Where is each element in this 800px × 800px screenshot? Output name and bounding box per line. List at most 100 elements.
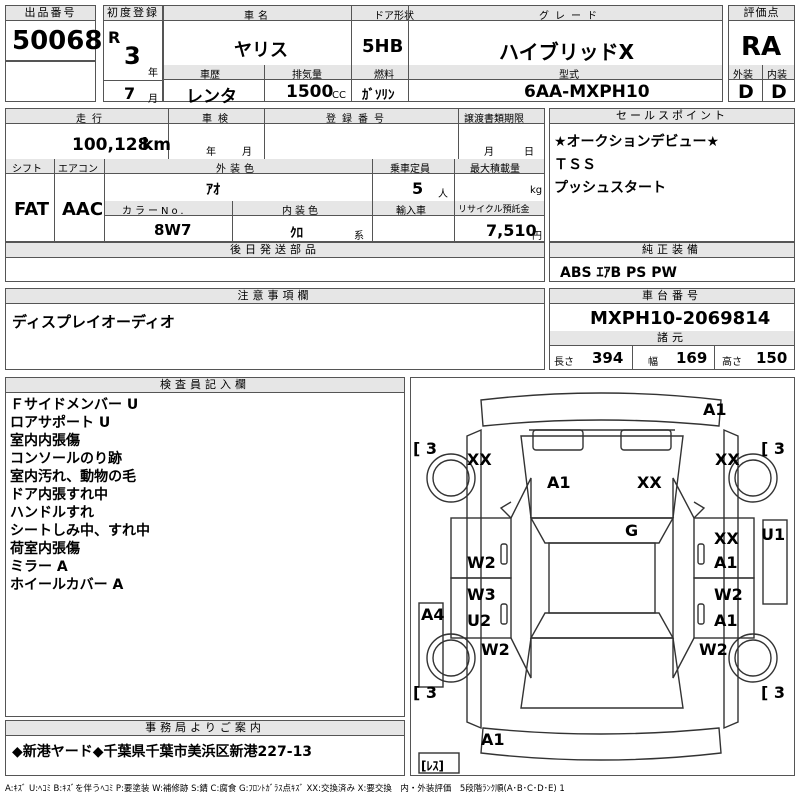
inspection-label: 車検 [202, 114, 234, 125]
reg-month-unit: 月 [148, 94, 158, 105]
diagram-rr-tire: W2 [699, 640, 728, 659]
equipment: ABS ｴｱB PS PW [560, 265, 677, 281]
inspector-line: 室内汚れ、動物の毛 [10, 469, 137, 485]
mileage-label: 走行 [76, 114, 108, 125]
insp-month-unit: 月 [242, 147, 252, 158]
inspector-line: コンソールのり跡 [10, 451, 122, 467]
chassis-number: MXPH10-2069814 [590, 308, 771, 329]
height-label: 高さ [722, 357, 742, 368]
rear-right-door-shape [693, 577, 755, 639]
vehicle-info-box: 車名 ドア形状 グレード ヤリス 5HB ハイブリッドX 車歴 排気量 燃料 型… [163, 5, 723, 107]
height: 150 [756, 349, 788, 367]
lot-blank-box [5, 61, 96, 102]
left-mirror-box [418, 602, 444, 688]
door-label: ドア形状 [374, 11, 414, 22]
model-label: 型式 [559, 70, 579, 81]
capacity-label: 乗車定員 [390, 164, 430, 175]
inspector-line: 室内内張傷 [10, 433, 80, 449]
reg-year: 3 [124, 42, 141, 70]
headlight-right-shape [620, 429, 672, 451]
color-no: 8W7 [154, 221, 192, 239]
model: 6AA-MXPH10 [524, 82, 650, 102]
displacement-label: 排気量 [292, 70, 322, 81]
later-parts-label: 後日発送部品 [6, 243, 544, 258]
equipment-label: 純正装備 [550, 243, 794, 258]
rear-left-door-shape [450, 577, 512, 639]
width: 169 [676, 349, 708, 367]
inspector-line: Ｆサイドメンバー U [10, 397, 139, 413]
diagram-right-a1: A1 [714, 553, 738, 572]
diagram-fl-tire: XX [467, 450, 492, 469]
first-registration-label: 初度登録 [104, 6, 162, 21]
inspector-line: ロアサポート U [10, 415, 111, 431]
insp-year-unit: 年 [206, 147, 216, 158]
load-unit: kg [530, 185, 543, 196]
score-label: 評価点 [729, 6, 794, 21]
regno-label: 登録番号 [326, 114, 390, 125]
equipment-box: 純正装備 ABS ｴｱB PS PW [549, 242, 795, 282]
later-parts-box: 後日発送部品 [5, 242, 545, 282]
diagram-right-w2: W2 [714, 585, 743, 604]
diagram-tr: [ 3 [761, 439, 785, 458]
inspector-line: ドア内張すれ中 [10, 487, 108, 503]
diagram-bl: [ 3 [413, 683, 437, 702]
ac-label: エアコン [58, 164, 98, 175]
diagram-right-u1: U1 [761, 525, 785, 544]
car-diagram-svg: [ 3 [ 3 [ 3 [ 3 A1 XX XX A1 XX G U1 XX A… [413, 392, 788, 774]
mileage-grid: 走行 車検 登録番号 譲渡書類期限 100,128 km 年 月 月 日 シフト… [5, 108, 545, 243]
lot-number-label: 出品番号 [6, 6, 95, 21]
sales-line-3: プッシュスタート [554, 180, 666, 196]
fuel: ｶﾞｿﾘﾝ [362, 88, 395, 103]
windshield-shape [529, 517, 675, 544]
notes-box: 注意事項欄 ディスプレイオーディオ [5, 288, 545, 370]
inspector-label: 検査員記入欄 [6, 378, 404, 393]
ac: AAC [62, 199, 104, 220]
interior-label: 内装 [767, 70, 787, 81]
right-mirror-box [762, 519, 788, 605]
shift-label: シフト [12, 164, 42, 175]
door-type: 5HB [362, 36, 404, 57]
diagram-br: [ 3 [761, 683, 785, 702]
capacity-unit: 人 [438, 189, 448, 200]
office-info: ◆新港ヤード◆千葉県千葉市美浜区新港227-13 [12, 744, 313, 760]
exterior-grade: D [738, 81, 754, 103]
front-bumper-shape [480, 392, 722, 427]
diagram-left-w2: W2 [467, 553, 496, 572]
right-side-shape [723, 428, 739, 730]
inspector-line: ホイールカバー A [10, 577, 124, 593]
sales-point-label: セールスポイント [550, 109, 794, 124]
sales-line-2: ＴＳＳ [554, 157, 596, 173]
chassis-label: 車台番号 [550, 289, 794, 304]
spare-box [418, 752, 460, 774]
diagram-fr-tire: XX [715, 450, 740, 469]
shift: FAT [14, 199, 50, 220]
inspector-line: シートしみ中、すれ中 [10, 523, 150, 539]
car-name: ヤリス [234, 40, 288, 61]
width-label: 幅 [648, 357, 658, 368]
front-right-wheel-shape [728, 453, 778, 503]
first-registration-box: 初度登録 R 3 年 7 月 [103, 5, 163, 105]
diagram-front: A1 [703, 400, 727, 419]
rear-window-shape [529, 612, 675, 639]
front-left-wheel-shape [426, 453, 476, 503]
inspector-line: ミラー A [10, 559, 68, 575]
diagram-spare: [ﾚｽ] [421, 759, 444, 773]
diagram-left-u2: U2 [467, 611, 491, 630]
displacement: 1500 [286, 82, 334, 102]
inspector-box: 検査員記入欄 Ｆサイドメンバー U ロアサポート U 室内内張傷 コンソールのり… [5, 377, 405, 717]
diagram-rl-tire: W2 [481, 640, 510, 659]
transfer-month-unit: 月 [484, 147, 494, 158]
headlight-left-shape [532, 429, 584, 451]
recycle-fee: 7,510 [486, 221, 537, 240]
capacity: 5 [412, 179, 424, 198]
color-label: 外装色 [216, 164, 258, 175]
diagram-hood-l: A1 [547, 473, 571, 492]
mileage: 100,128 [72, 135, 150, 155]
length: 394 [592, 349, 624, 367]
displacement-unit: CC [332, 90, 346, 101]
rear-right-wheel-shape [728, 633, 778, 683]
length-label: 長さ [554, 357, 574, 368]
trunk-shape [520, 637, 684, 709]
diagram-right-xx: XX [714, 529, 739, 548]
rear-left-wheel-shape [426, 633, 476, 683]
